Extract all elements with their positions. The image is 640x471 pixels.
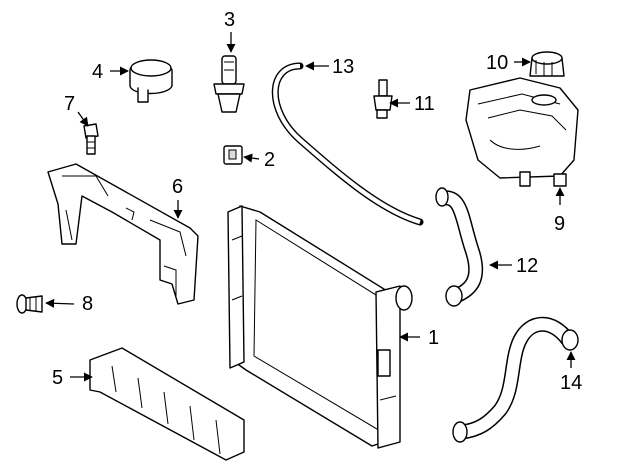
callout-4: 4 [92, 61, 103, 83]
callout-8: 8 [82, 293, 93, 315]
callout-3: 3 [224, 9, 235, 31]
callout-6: 6 [172, 176, 183, 198]
temp-sensor-part[interactable] [373, 79, 393, 119]
upper-hose-part[interactable] [435, 187, 484, 307]
callout-5: 5 [52, 367, 63, 389]
radiator-part[interactable] [227, 205, 413, 449]
callout-7: 7 [64, 93, 75, 115]
mount-cap-part[interactable] [129, 59, 173, 103]
callout-11: 11 [414, 93, 435, 115]
callout-arrows [45, 32, 576, 382]
drain-valve-part[interactable] [213, 55, 245, 113]
reservoir-cap-part[interactable] [529, 51, 565, 77]
lower-hose-part[interactable] [452, 316, 579, 443]
air-guide-part[interactable] [89, 347, 245, 461]
callout-2: 2 [264, 149, 275, 171]
vent-hose-part[interactable] [271, 62, 424, 226]
callout-14: 14 [560, 372, 582, 394]
push-clip-part[interactable] [16, 294, 43, 314]
expansion-tank-part[interactable] [465, 77, 579, 187]
callout-12: 12 [516, 255, 538, 277]
radiator-support-part[interactable] [47, 163, 199, 305]
clip-part[interactable] [223, 145, 243, 165]
bolt-part[interactable] [83, 123, 99, 155]
callout-labels: 1 2 3 4 5 6 7 8 9 10 11 12 13 14 [52, 9, 582, 394]
callout-1: 1 [428, 327, 439, 349]
callout-13: 13 [332, 56, 354, 78]
callout-10: 10 [486, 52, 508, 74]
callout-9: 9 [554, 213, 565, 235]
